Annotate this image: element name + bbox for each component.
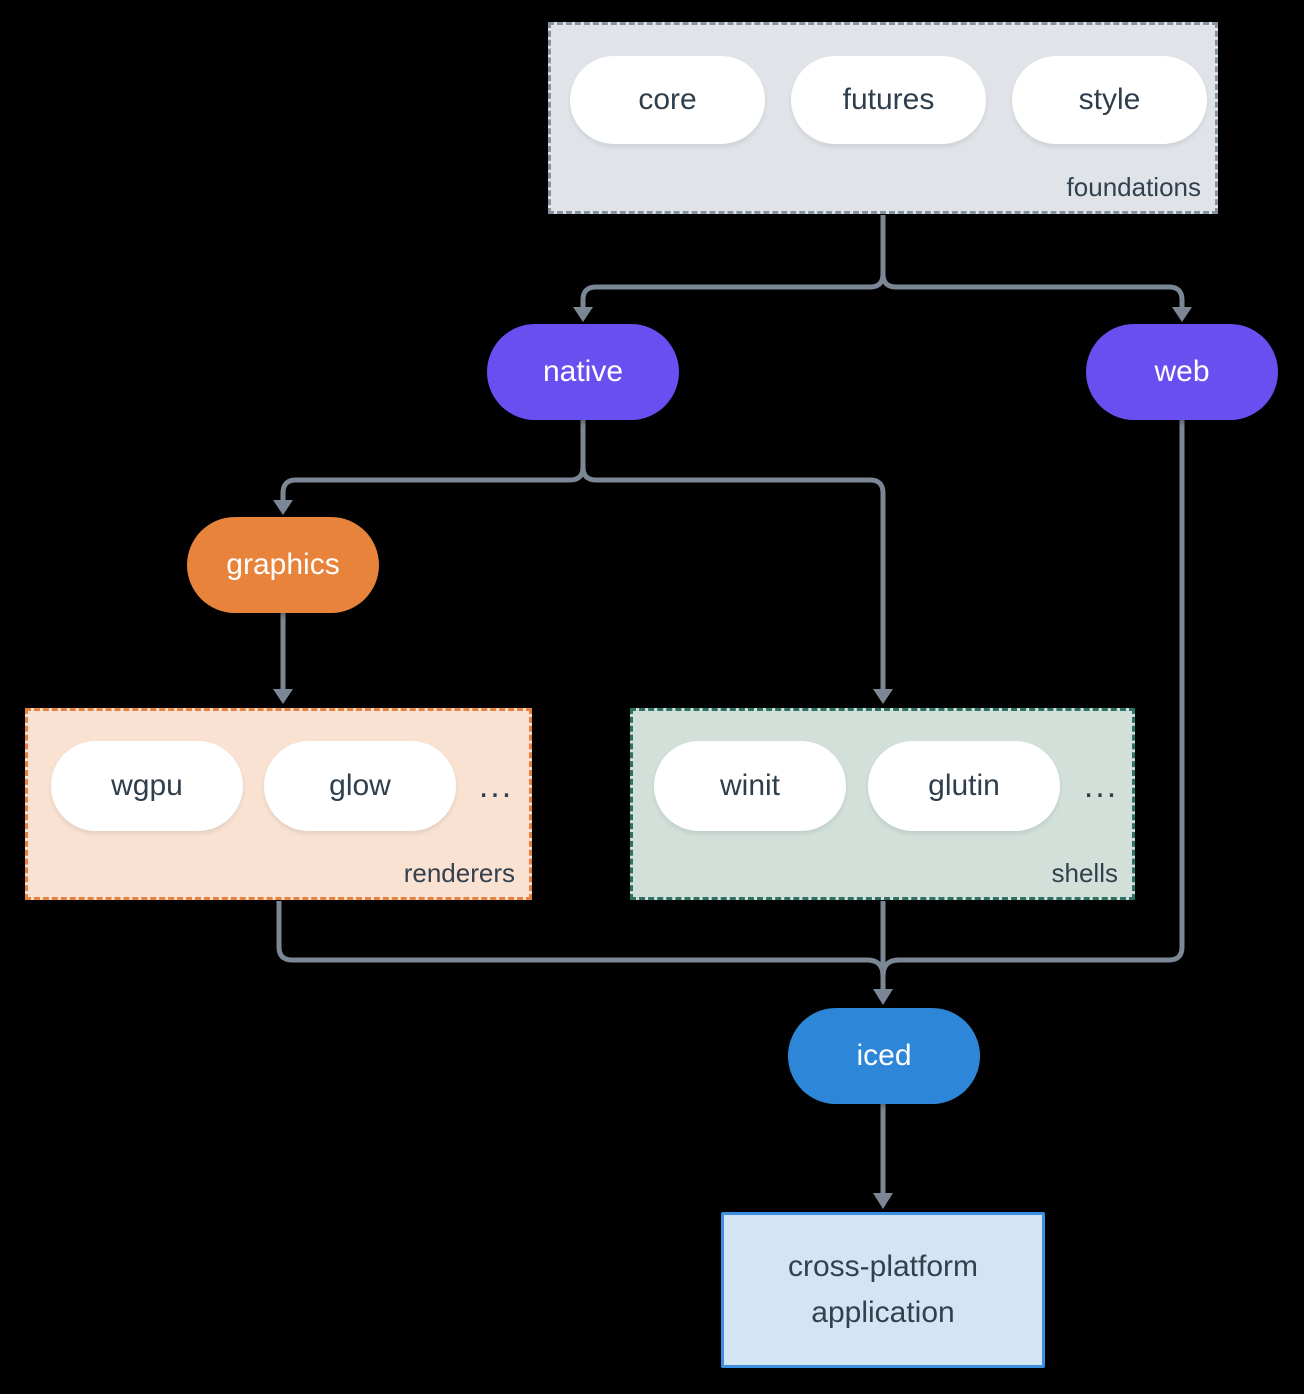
node-graphics: graphics xyxy=(187,517,379,613)
node-native-label: native xyxy=(542,355,624,388)
node-web: web xyxy=(1086,324,1278,420)
pill-style: style xyxy=(1012,56,1207,144)
arrowhead-graphics xyxy=(273,500,293,515)
arrowhead-shells xyxy=(873,689,893,704)
node-iced: iced xyxy=(788,1008,980,1104)
pill-glutin: glutin xyxy=(868,741,1060,831)
pill-futures-label: futures xyxy=(842,83,935,116)
pill-glow: glow xyxy=(264,741,456,831)
edge-foundations-to-native xyxy=(580,215,886,308)
node-graphics-label: graphics xyxy=(226,548,340,581)
pill-glutin-label: glutin xyxy=(928,769,1000,802)
arrowhead-application xyxy=(873,1193,893,1209)
shells-group: winit glutin ... shells xyxy=(630,708,1135,900)
arrowhead-web xyxy=(1172,307,1192,322)
pill-glow-label: glow xyxy=(329,769,391,802)
arrowhead-iced xyxy=(873,989,893,1005)
pill-winit: winit xyxy=(654,741,846,831)
cross-platform-application-label: cross-platform application xyxy=(787,1249,979,1330)
node-web-label: web xyxy=(1154,355,1210,388)
cross-platform-application-box: cross-platform application xyxy=(721,1212,1045,1368)
edge-native-to-shells xyxy=(580,420,886,690)
renderers-group: wgpu glow ... renderers xyxy=(25,708,532,900)
pill-style-label: style xyxy=(1078,83,1141,116)
node-iced-label: iced xyxy=(856,1039,912,1072)
foundations-group-label: foundations xyxy=(1066,172,1201,202)
shells-group-label: shells xyxy=(1051,858,1118,888)
pill-winit-label: winit xyxy=(719,769,780,802)
pill-wgpu: wgpu xyxy=(51,741,243,831)
arrowhead-native xyxy=(573,307,593,322)
renderers-ellipsis: ... xyxy=(478,766,514,805)
edge-foundations-to-web xyxy=(880,215,1185,308)
renderers-group-label: renderers xyxy=(403,858,515,888)
foundations-group: core futures style foundations xyxy=(548,22,1218,214)
pill-futures: futures xyxy=(791,56,986,144)
arrowhead-renderers xyxy=(273,689,293,704)
shells-ellipsis: ... xyxy=(1083,766,1119,805)
pill-core: core xyxy=(570,56,765,144)
pill-wgpu-label: wgpu xyxy=(111,769,183,802)
node-native: native xyxy=(487,324,679,420)
edge-renderers-to-merge xyxy=(276,901,886,977)
pill-core-label: core xyxy=(638,83,697,116)
edge-native-to-graphics xyxy=(280,420,586,501)
